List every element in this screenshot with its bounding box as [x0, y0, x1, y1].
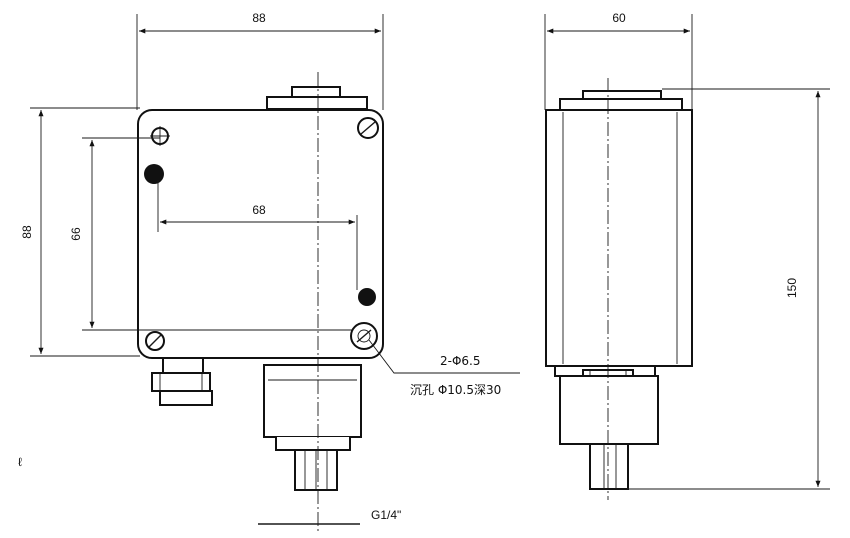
front-housing — [137, 109, 384, 359]
mounting-hole-lower — [358, 288, 376, 306]
dim-height-150: 150 — [785, 278, 799, 298]
screw-top-right — [357, 117, 379, 139]
dim-height-88: 88 — [20, 225, 34, 239]
front-top-knob — [291, 86, 341, 98]
mounting-hole-upper — [144, 164, 164, 184]
dim-width-60: 60 — [612, 11, 626, 25]
side-connector — [559, 375, 659, 445]
front-dimensions: 88 88 66 68 2-Φ6.5 沉孔 Φ10.5深30 G1/4" — [20, 11, 520, 522]
stray-mark: ℓ — [18, 455, 22, 469]
screw-top-left — [150, 126, 170, 146]
front-view — [137, 72, 384, 532]
side-view — [545, 78, 693, 500]
thread-label: G1/4" — [371, 508, 401, 522]
dim-width-88: 88 — [252, 11, 266, 25]
side-dimensions: 60 150 — [544, 11, 830, 490]
note-holes: 2-Φ6.5 — [440, 354, 481, 368]
hole-callout-leader — [368, 339, 520, 374]
side-top-knob — [582, 90, 662, 100]
side-housing — [545, 109, 693, 367]
front-top-cap — [266, 96, 368, 110]
cable-gland — [151, 357, 213, 406]
dim-hole-horizontal-68: 68 — [252, 203, 266, 217]
note-counterbore: 沉孔 Φ10.5深30 — [410, 383, 501, 397]
dim-hole-vertical-66: 66 — [69, 227, 83, 241]
pressure-connector — [263, 364, 362, 491]
screw-bottom-left — [145, 331, 165, 351]
